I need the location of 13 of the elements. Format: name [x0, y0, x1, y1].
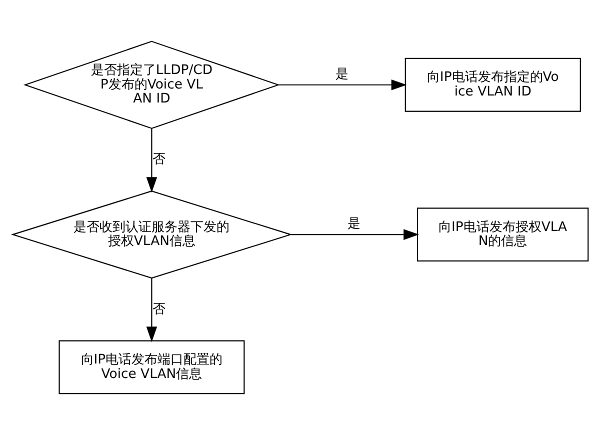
edge-label: 否 — [152, 152, 166, 167]
node-box: 向IP电话发布端口配置的Voice VLAN信息 — [58, 340, 245, 394]
edge-label: 是 — [335, 66, 348, 82]
edge-label: 是 — [348, 216, 361, 232]
node-box: 向IP电话发布授权VLAN的信息 — [416, 207, 589, 262]
edge-label: 否 — [152, 301, 166, 316]
arrow — [146, 128, 158, 192]
node-diamond: 是否指定了LLDP/CDP发布的Voice VLAN ID — [23, 40, 280, 128]
arrow — [278, 78, 407, 90]
node-box: 向IP电话发布指定的Voice VLAN ID — [404, 57, 581, 112]
arrow — [290, 228, 419, 240]
arrow — [146, 278, 158, 342]
node-diamond: 是否收到认证服务器下发的授权VLAN信息 — [10, 190, 292, 278]
